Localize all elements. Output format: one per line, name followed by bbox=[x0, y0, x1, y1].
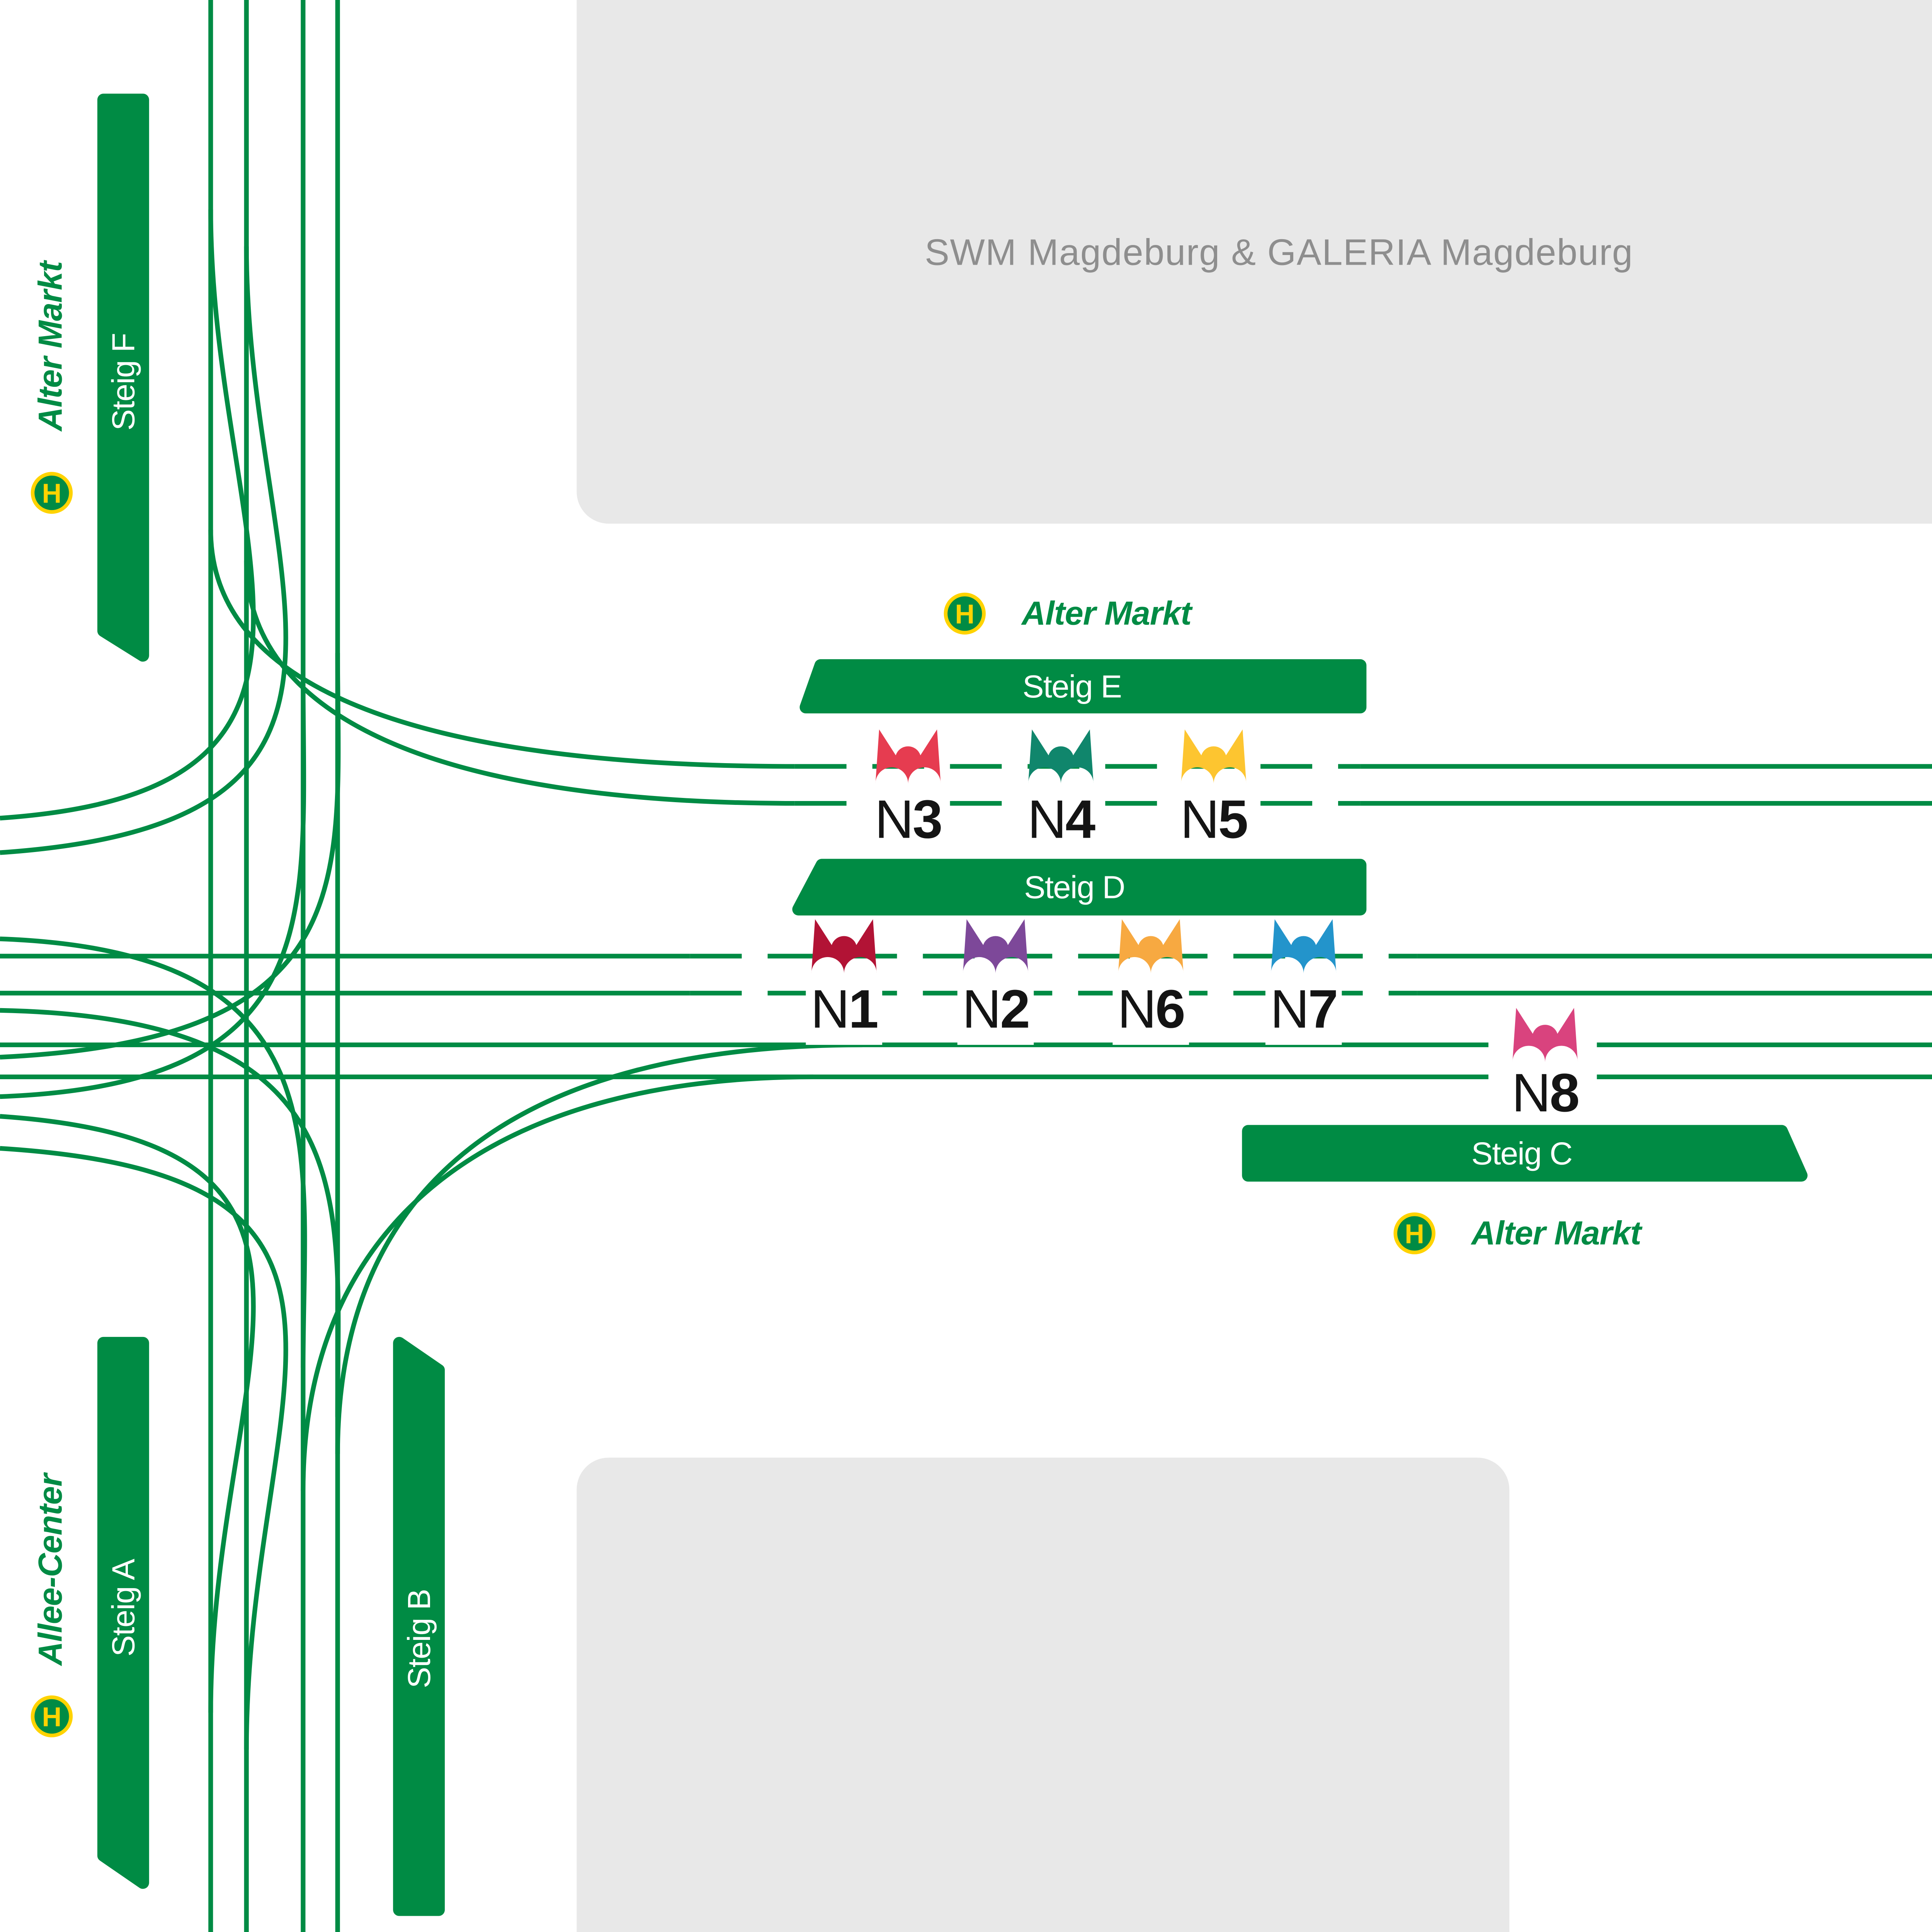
night-line-number: 8 bbox=[1549, 1062, 1578, 1123]
night-line-prefix: N bbox=[875, 789, 913, 849]
platform-steig-e-label: Steig E bbox=[1022, 668, 1121, 704]
h-stop-sign-icon bbox=[944, 592, 986, 635]
platform-steig-a bbox=[97, 1337, 149, 1889]
platform-steig-b-label: Steig B bbox=[401, 1589, 437, 1688]
track-curve-sw-1 bbox=[0, 1114, 256, 1713]
h-stop-sign-icon bbox=[1393, 1212, 1435, 1255]
building-south bbox=[577, 1458, 1510, 1932]
label-mask bbox=[870, 798, 946, 855]
track-weave-3 bbox=[0, 936, 307, 1368]
night-line-prefix: N bbox=[1512, 1062, 1549, 1123]
stop-alter-markt-center: H Alter Markt bbox=[944, 592, 1193, 635]
buildings: SWM Magdeburg & GALERIA Magdeburg bbox=[577, 0, 1932, 1932]
platform-steig-a-label: Steig A bbox=[105, 1558, 141, 1656]
label-mask bbox=[1022, 798, 1099, 855]
night-line-n1-label: N1 bbox=[811, 978, 878, 1039]
h-stop-sign-letter: H bbox=[42, 478, 62, 509]
label-mask bbox=[1112, 988, 1189, 1045]
night-line-n7-label: N7 bbox=[1270, 978, 1337, 1039]
building-swm-galeria bbox=[577, 0, 1932, 524]
night-line-n8-owl-icon bbox=[1512, 1008, 1578, 1062]
night-line-number: 3 bbox=[913, 789, 942, 849]
h-stop-sign-letter: H bbox=[955, 599, 975, 629]
track-curve-se-1 bbox=[335, 1043, 863, 1454]
night-line-n2-owl-icon bbox=[963, 919, 1029, 974]
stop-name-alter-markt-center: Alter Markt bbox=[1021, 595, 1193, 632]
platform-steig-c-label: Steig C bbox=[1471, 1135, 1572, 1171]
night-line-prefix: N bbox=[811, 978, 849, 1039]
track-weave-2 bbox=[0, 653, 341, 1060]
h-stop-sign-letter: H bbox=[1405, 1218, 1424, 1249]
night-line-number: 1 bbox=[849, 978, 878, 1039]
label-mask bbox=[806, 988, 883, 1045]
track-weave-4 bbox=[0, 1008, 341, 1417]
platform-steig-b bbox=[393, 1337, 445, 1916]
track-curve-sw-2 bbox=[0, 1146, 288, 1750]
stop-name-allee-center: Allee-Center bbox=[32, 1472, 69, 1666]
label-mask bbox=[1175, 798, 1252, 855]
night-line-n8-label: N8 bbox=[1512, 1062, 1578, 1123]
night-line-n2-label: N2 bbox=[962, 978, 1029, 1039]
platform-steig-d bbox=[792, 859, 1367, 916]
h-stop-sign-icon bbox=[31, 1695, 73, 1738]
stop-allee-center-southwest: H Allee-Center bbox=[31, 1472, 73, 1738]
label-mask bbox=[1265, 988, 1342, 1045]
stop-alter-markt-northwest: H Alter Markt bbox=[31, 260, 73, 514]
stop-alter-markt-southeast: H Alter Markt bbox=[1393, 1212, 1643, 1255]
night-line-n4-label: N4 bbox=[1027, 789, 1095, 849]
building-swm-galeria-label: SWM Magdeburg & GALERIA Magdeburg bbox=[925, 232, 1633, 273]
platform-steig-e bbox=[799, 659, 1367, 714]
track-curve-nw-1 bbox=[0, 209, 256, 821]
track-curve-se-2 bbox=[301, 1074, 813, 1491]
label-mask bbox=[957, 988, 1034, 1045]
platform-steig-f-label: Steig F bbox=[105, 333, 141, 430]
track-curve-ne-2 bbox=[244, 560, 795, 806]
night-line-number: 2 bbox=[1000, 978, 1029, 1039]
night-line-number: 6 bbox=[1155, 978, 1184, 1039]
night-line-n6-label: N6 bbox=[1117, 978, 1184, 1039]
night-line-prefix: N bbox=[1117, 978, 1155, 1039]
night-line-prefix: N bbox=[1027, 789, 1065, 849]
night-line-prefix: N bbox=[962, 978, 1000, 1039]
night-line-number: 7 bbox=[1308, 978, 1337, 1039]
night-line-n3-label: N3 bbox=[875, 789, 942, 849]
night-line-n4-owl-icon bbox=[1028, 729, 1094, 784]
night-line-n5-owl-icon bbox=[1181, 729, 1247, 784]
night-line-number: 5 bbox=[1218, 789, 1247, 849]
track-curve-nw-2 bbox=[0, 246, 288, 855]
night-line-number: 4 bbox=[1065, 789, 1095, 849]
platform-steig-d-label: Steig D bbox=[1024, 869, 1125, 905]
platform-steig-f bbox=[97, 94, 149, 662]
night-line-n7-owl-icon bbox=[1271, 919, 1337, 974]
night-line-n1-owl-icon bbox=[811, 919, 877, 974]
platform-steig-c bbox=[1242, 1125, 1808, 1182]
h-stop-sign-letter: H bbox=[42, 1701, 62, 1732]
stop-signs: H Alter Markt H Alter Markt H Alter Mark… bbox=[31, 260, 1643, 1738]
night-line-n5-label: N5 bbox=[1180, 789, 1247, 849]
night-line-prefix: N bbox=[1180, 789, 1218, 849]
night-line-n3-owl-icon bbox=[875, 729, 941, 784]
stop-name-alter-markt-se: Alter Markt bbox=[1471, 1215, 1643, 1252]
stop-name-alter-markt-nw: Alter Markt bbox=[32, 260, 69, 432]
night-line-stops: N3 N4 N5 N1 N2 N6 N7 N8 bbox=[806, 729, 1580, 1123]
track-curve-ne-1 bbox=[208, 530, 795, 769]
platforms: Steig E Steig D Steig C Steig F Steig A … bbox=[97, 94, 1808, 1916]
night-line-n6-owl-icon bbox=[1118, 919, 1184, 974]
h-stop-sign-icon bbox=[31, 472, 73, 514]
night-line-prefix: N bbox=[1270, 978, 1308, 1039]
